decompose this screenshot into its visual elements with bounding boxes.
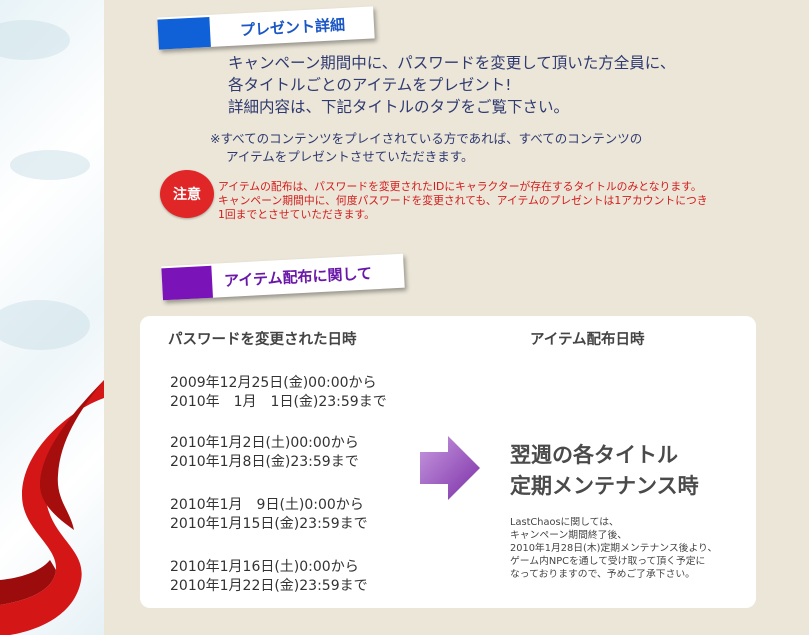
footnote-line: なっておりますので、予めご了承下さい。 [510, 569, 695, 580]
period-end: 2010年1月15日(金)23:59まで [170, 516, 368, 532]
purple-tag-block [161, 265, 213, 301]
item-distribution-heading: アイテム配布に関して [223, 264, 373, 291]
note-line: アイテムをプレゼントさせていただきます。 [226, 149, 474, 164]
note-text: ※すべてのコンテンツをプレイされている方であれば、すべてのコンテンツの アイテム… [210, 130, 642, 166]
right-arrow-icon [420, 436, 480, 500]
footnote-line: 2010年1月28日(木)定期メンテナンス後より、 [510, 543, 718, 554]
distribution-timing-line: 翌週の各タイトル [510, 443, 678, 467]
intro-line: 各タイトルごとのアイテムをプレゼント! [228, 76, 512, 94]
cloud-decoration [0, 300, 90, 350]
period-start: 2010年1月16日(土)0:00から [170, 559, 359, 575]
period-end: 2010年 1月 1日(金)23:59まで [170, 394, 387, 410]
present-details-heading: プレゼント詳細 [239, 15, 346, 40]
item-distribution-date-header: アイテム配布日時 [530, 332, 645, 348]
period-start: 2009年12月25日(金)00:00から [170, 375, 377, 391]
period-start: 2010年1月2日(土)00:00から [170, 435, 359, 451]
period-row: 2010年1月 9日(土)0:00から 2010年1月15日(金)23:59まで [170, 496, 368, 534]
distribution-timing-line: 定期メンテナンス時 [510, 474, 699, 498]
period-start: 2010年1月 9日(土)0:00から [170, 497, 364, 513]
blue-tag-block [157, 16, 211, 50]
footnote-line: ゲーム内NPCを通して受け取って頂く予定に [510, 556, 706, 567]
period-end: 2010年1月22日(金)23:59まで [170, 578, 368, 594]
password-change-date-header: パスワードを変更された日時 [168, 332, 357, 348]
intro-line: キャンペーン期間中に、パスワードを変更して頂いた方全員に、 [228, 54, 676, 72]
intro-line: 詳細内容は、下記タイトルのタブをご覧下さい。 [228, 98, 570, 116]
intro-text: キャンペーン期間中に、パスワードを変更して頂いた方全員に、 各タイトルごとのアイ… [228, 52, 675, 118]
period-row: 2010年1月16日(土)0:00から 2010年1月22日(金)23:59まで [170, 558, 368, 596]
note-line: ※すべてのコンテンツをプレイされている方であれば、すべてのコンテンツの [210, 131, 643, 146]
item-distribution-heading-tag: アイテム配布に関して [161, 253, 405, 301]
caution-line: 1回までとさせていただきます。 [218, 208, 375, 221]
period-end: 2010年1月8日(金)23:59まで [170, 454, 359, 470]
red-ribbon-decoration [0, 380, 104, 635]
lastchaos-footnote: LastChaosに関しては、 キャンペーン期間終了後、 2010年1月28日(… [510, 516, 717, 581]
cloud-decoration [10, 150, 90, 180]
caution-line: キャンペーン期間中に、何度パスワードを変更されても、アイテムのプレゼントは1アカ… [218, 194, 708, 207]
caution-badge: 注意 [160, 170, 214, 218]
cloud-decoration [0, 20, 70, 60]
period-row: 2010年1月2日(土)00:00から 2010年1月8日(金)23:59まで [170, 434, 359, 472]
distribution-timing: 翌週の各タイトル 定期メンテナンス時 [510, 440, 699, 502]
caution-line: アイテムの配布は、パスワードを変更されたIDにキャラクターが存在するタイトルのみ… [218, 180, 702, 193]
period-row: 2009年12月25日(金)00:00から 2010年 1月 1日(金)23:5… [170, 374, 387, 412]
distribution-schedule-card: パスワードを変更された日時 アイテム配布日時 2009年12月25日(金)00:… [140, 316, 756, 608]
footnote-line: LastChaosに関しては、 [510, 517, 619, 528]
caution-text: アイテムの配布は、パスワードを変更されたIDにキャラクターが存在するタイトルのみ… [218, 180, 708, 222]
footnote-line: キャンペーン期間終了後、 [510, 530, 628, 541]
present-details-heading-tag: プレゼント詳細 [157, 6, 375, 50]
